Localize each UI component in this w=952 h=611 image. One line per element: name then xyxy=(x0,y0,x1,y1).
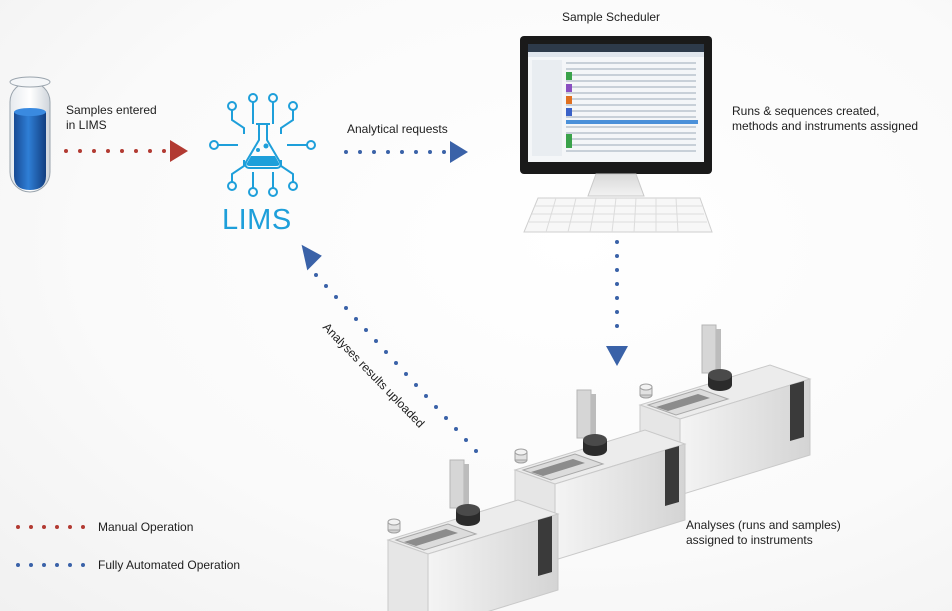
lims-flask-icon xyxy=(209,93,316,197)
legend-manual-label: Manual Operation xyxy=(98,520,194,534)
analytical-requests-label: Analytical requests xyxy=(347,122,448,136)
legend-automated-label: Fully Automated Operation xyxy=(98,558,241,572)
runs-sequences-label: Runs & sequences created, methods and in… xyxy=(732,104,919,133)
flask-liquid xyxy=(246,143,280,166)
samples-entered-label: Samples entered in LIMS xyxy=(66,103,157,132)
keyboard-icon xyxy=(523,197,713,233)
analyses-assigned-label: Analyses (runs and samples) assigned to … xyxy=(686,518,841,547)
results-upload-arrow xyxy=(301,244,478,453)
assignment-arrow xyxy=(606,240,628,366)
sample-scheduler-label: Sample Scheduler xyxy=(562,10,661,24)
computer-monitor-icon xyxy=(520,36,712,197)
legend-automated-dots xyxy=(16,563,85,567)
lims-label: LIMS xyxy=(222,204,292,236)
legend-manual-dots xyxy=(16,525,85,529)
test-tube-icon xyxy=(9,76,51,193)
manual-arrow xyxy=(64,140,188,162)
analytical-request-arrow xyxy=(344,141,468,163)
